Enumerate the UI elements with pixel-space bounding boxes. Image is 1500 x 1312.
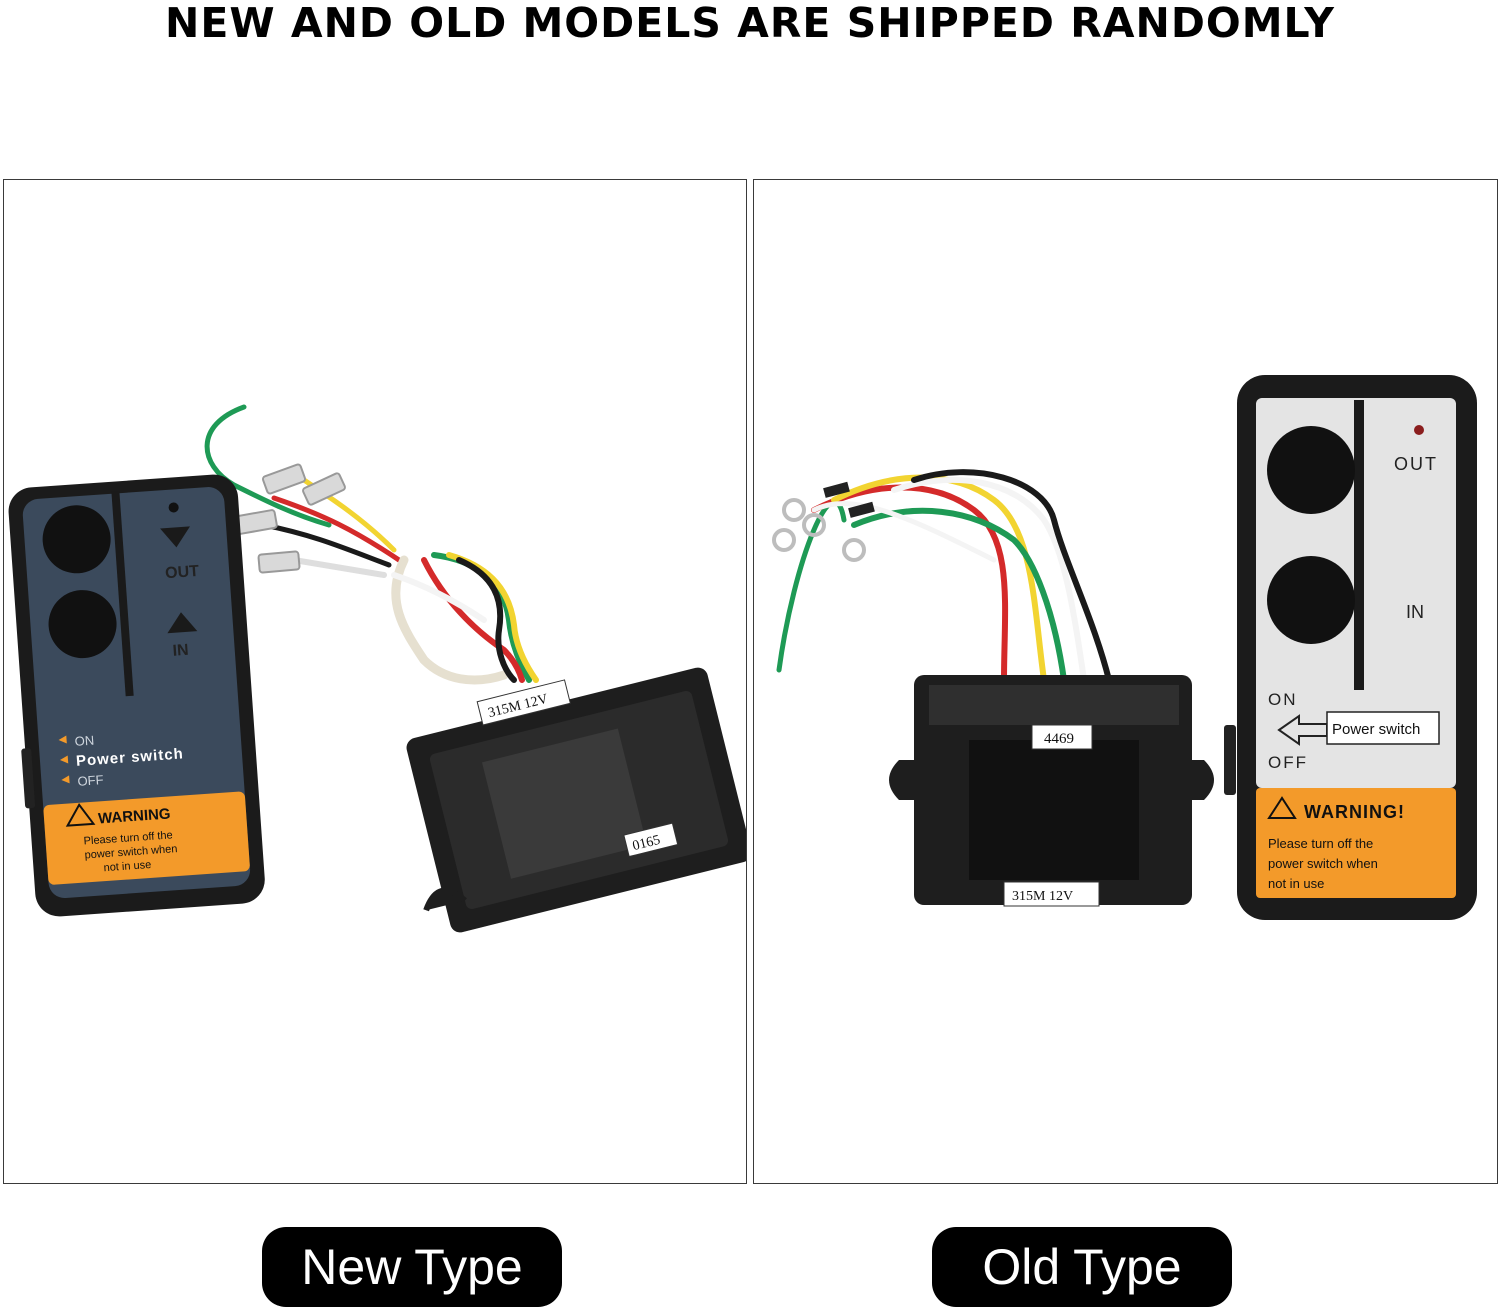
old-remote-control: OUT IN ON Power switch OFF WARNING! Plea… — [1224, 375, 1477, 920]
switch-arrow-icons — [58, 735, 70, 784]
old-remote-in-button — [1267, 556, 1355, 644]
new-remote-out-label: OUT — [165, 563, 200, 582]
new-remote-in-label: IN — [172, 642, 189, 660]
old-remote-on-label: ON — [1268, 690, 1298, 709]
new-receiver-wires — [204, 404, 539, 685]
old-warning-panel — [1256, 788, 1456, 898]
new-remote-out-button — [42, 505, 111, 574]
warning-triangle-icon — [65, 802, 96, 827]
old-receiver-wires — [776, 469, 1112, 683]
old-remote-out-label: OUT — [1394, 454, 1438, 474]
warning-triangle-icon — [1267, 796, 1297, 819]
new-warning-line3: not in use — [103, 859, 151, 874]
new-remote-control: OUT IN ON Power switch OFF WARNING Pleas… — [8, 474, 265, 917]
old-warning-line1: Please turn off the — [1268, 836, 1373, 851]
new-receiver-label-bottom: 0165 — [631, 833, 662, 854]
new-remote-off-label: OFF — [77, 772, 104, 789]
old-warning-line2: power switch when — [1268, 856, 1378, 871]
new-remote-in-button — [48, 590, 117, 659]
new-spade-terminals — [234, 463, 346, 574]
old-type-product-illustration: 4469 315M 12V OUT IN ON Power switch OFF… — [772, 375, 1477, 920]
old-type-product-panel: 4469 315M 12V OUT IN ON Power switch OFF… — [753, 179, 1498, 1184]
old-receiver-label-top: 4469 — [1044, 731, 1074, 747]
new-warning-title: WARNING — [98, 805, 172, 827]
new-type-caption: New Type — [262, 1227, 562, 1307]
new-type-product-panel: OUT IN ON Power switch OFF WARNING Pleas… — [3, 179, 747, 1184]
old-receiver-box: 4469 315M 12V — [889, 675, 1214, 907]
old-receiver-label-bottom: 315M 12V — [1012, 889, 1073, 904]
up-arrow-icon — [167, 612, 198, 634]
old-type-caption: Old Type — [932, 1227, 1232, 1307]
old-remote-out-button — [1267, 426, 1355, 514]
new-remote-on-label: ON — [74, 733, 94, 749]
old-warning-line3: not in use — [1268, 876, 1324, 891]
old-remote-power-switch-label: Power switch — [1332, 721, 1420, 738]
new-receiver-box: 315M 12V 0165 — [406, 667, 746, 933]
old-ring-terminals — [772, 481, 875, 562]
new-type-product-illustration: OUT IN ON Power switch OFF WARNING Pleas… — [8, 404, 746, 933]
old-warning-title: WARNING! — [1304, 802, 1405, 822]
new-warning-panel — [43, 791, 250, 885]
old-remote-in-label: IN — [1406, 602, 1424, 622]
down-arrow-icon — [160, 526, 191, 548]
old-remote-off-label: OFF — [1268, 753, 1308, 772]
page-headline: NEW AND OLD MODELS ARE SHIPPED RANDOMLY — [165, 0, 1335, 47]
